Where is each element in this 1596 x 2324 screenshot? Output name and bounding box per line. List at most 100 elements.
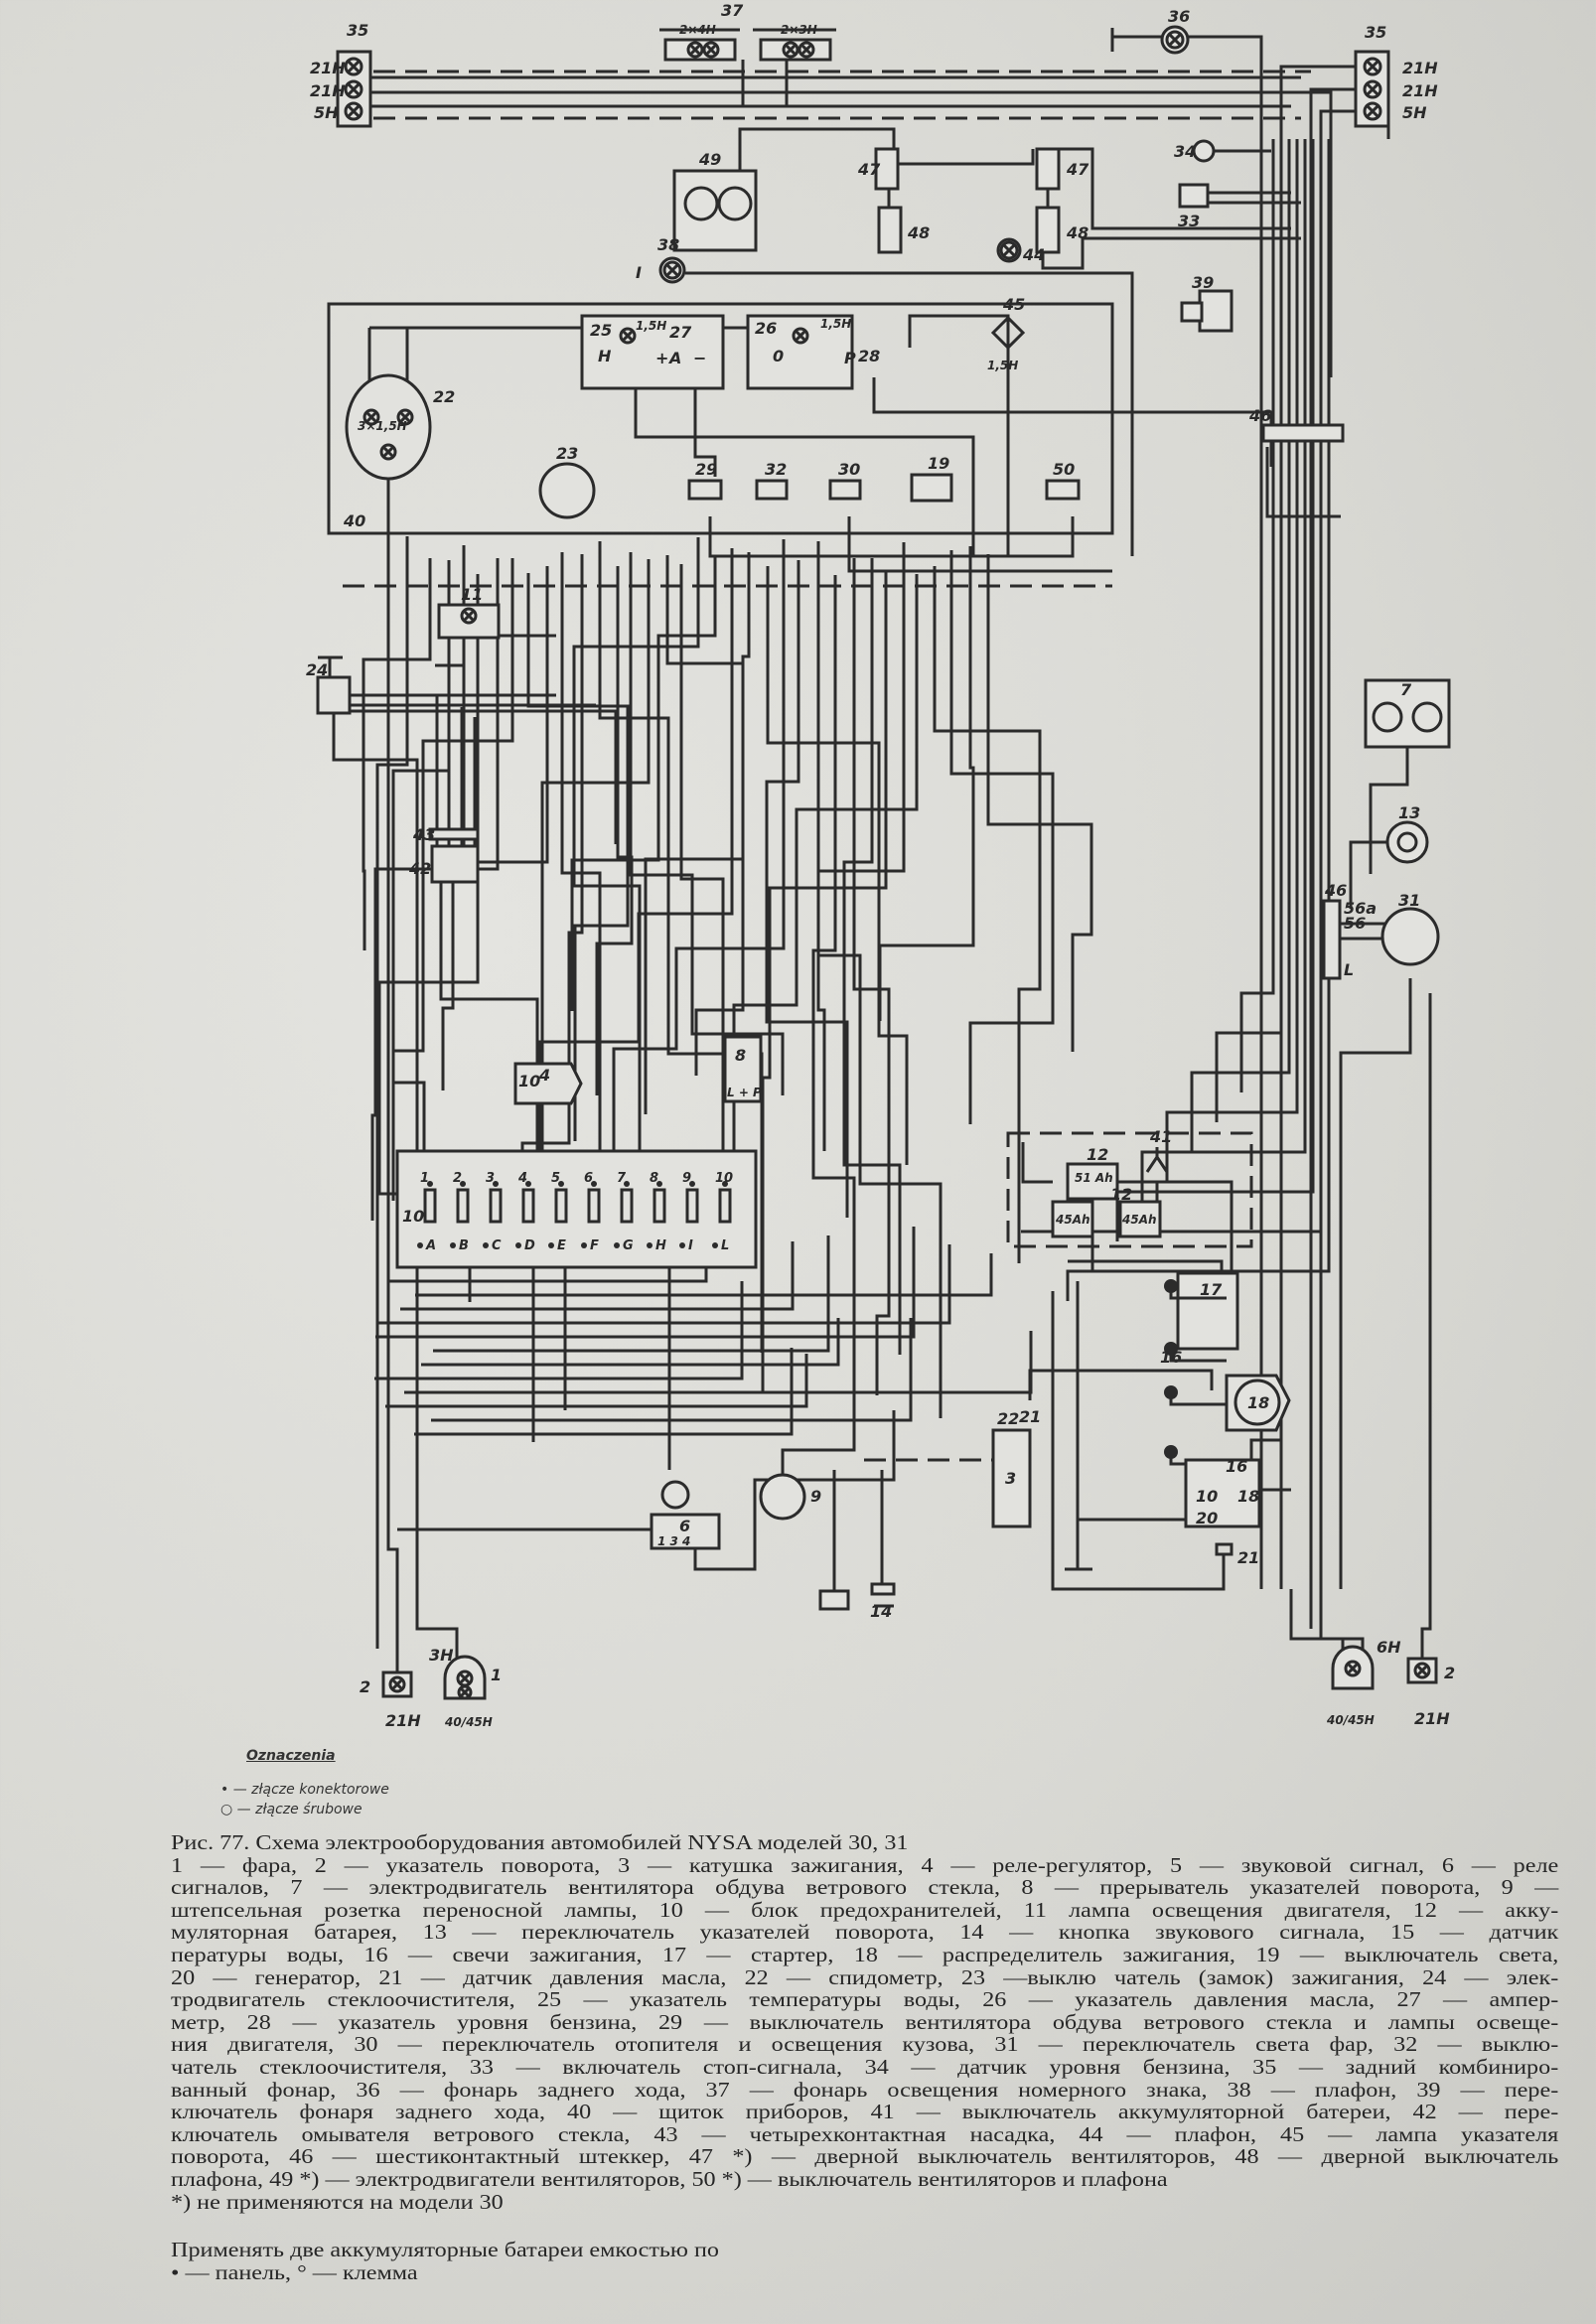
component-label: 1 <box>491 1666 502 1684</box>
lamp-icon <box>1344 1660 1362 1677</box>
lamp-icon <box>457 1684 473 1700</box>
fuse-terminal: G <box>623 1238 634 1253</box>
lamp-icon <box>1165 30 1185 50</box>
component-label: 56a <box>1344 899 1377 918</box>
gauge-25-27 <box>580 314 725 390</box>
wire <box>852 558 891 1395</box>
lamp-icon <box>388 1675 406 1693</box>
wire <box>421 1318 840 1367</box>
component-label: 29 <box>695 460 717 479</box>
wire <box>761 571 888 1393</box>
wire <box>391 558 514 1201</box>
wire <box>1066 139 1331 1301</box>
component-label: 47 <box>857 160 881 179</box>
wire <box>1265 447 1341 518</box>
caption-title: Рис. 77. Схема электрооборудования автом… <box>171 1830 909 1854</box>
fuse-number: 1 <box>420 1171 429 1186</box>
component-label: 56 <box>1344 914 1366 933</box>
caption-line: чатель стеклоочистителя, 33 — включатель… <box>171 2054 1559 2079</box>
switch-32 <box>755 479 789 501</box>
wire <box>370 90 1333 377</box>
component-label: 25 <box>590 321 612 340</box>
terminal-dot <box>417 1242 423 1248</box>
component-label: 40 <box>343 511 365 530</box>
component-label: 33 <box>1178 212 1200 230</box>
wire <box>327 302 1114 535</box>
component-label: 18 <box>1247 1393 1269 1412</box>
wire <box>1369 747 1409 874</box>
component-label: 48 <box>1066 223 1088 242</box>
component-label: 18 <box>1237 1487 1259 1506</box>
terminal-dot <box>460 1181 466 1187</box>
component-label: 28 <box>858 347 880 365</box>
component-label: 4 <box>538 1066 550 1085</box>
wire <box>1115 139 1315 1241</box>
lamp-icon <box>702 41 720 59</box>
component-label: 1,5H <box>636 319 666 333</box>
component-label: 10 <box>518 1072 540 1090</box>
ignition-switch-23 <box>538 462 596 519</box>
fuse-terminal: H <box>655 1238 666 1253</box>
component-label: 11 <box>461 585 483 604</box>
wire <box>634 388 975 556</box>
component-label: 37 <box>721 1 744 20</box>
legend-title: Oznaczenia <box>246 1748 336 1764</box>
lamp-icon <box>379 443 397 461</box>
fuse-number: 5 <box>551 1171 560 1186</box>
component-label: 44 <box>1022 245 1045 264</box>
component-label: 3H <box>429 1646 454 1665</box>
caption-line: пературы воды, 16 — свечи зажигания, 17 … <box>171 1942 1559 1966</box>
caption-footnote: *) не применяются на модели 30 <box>171 2189 504 2214</box>
component-label: 48 <box>907 223 930 242</box>
wire <box>738 127 896 179</box>
fuse-terminal: I <box>688 1238 693 1253</box>
component-label: 34 <box>1174 142 1196 161</box>
component-label: 3×1,5H <box>358 419 407 433</box>
battery-45ah-1 <box>1051 1200 1094 1238</box>
component-label: 45Ah <box>1055 1213 1090 1227</box>
distributor-cap <box>1233 1379 1281 1426</box>
component-label: 1,5H <box>820 317 851 331</box>
wire <box>612 539 786 1187</box>
wire <box>816 542 906 1151</box>
component-label: 21H <box>385 1711 421 1730</box>
component-label: 1 3 4 <box>657 1534 690 1548</box>
terminal-dot <box>656 1181 662 1187</box>
flasher-8 <box>723 1035 763 1103</box>
fuse-number: 4 <box>517 1171 527 1186</box>
lamp-icon <box>662 260 682 280</box>
lamp-icon <box>1363 79 1382 99</box>
component-label: 9 <box>810 1487 821 1506</box>
component-label: L + P <box>727 1086 762 1099</box>
fuse <box>685 1188 699 1224</box>
wire <box>822 1470 836 1609</box>
fuel-sender-34 <box>1192 139 1216 163</box>
door-switch-47-left <box>874 147 900 191</box>
lamp-icon <box>999 240 1019 260</box>
component-label: 21H <box>1414 1709 1450 1728</box>
component-label: 45 <box>1002 295 1025 314</box>
washer-switch-42 <box>430 844 480 884</box>
component-label: 2×4H <box>679 23 716 37</box>
wire <box>433 1235 830 1353</box>
component-label: 21H <box>310 59 346 77</box>
wire <box>878 546 975 1021</box>
fuse <box>620 1188 634 1224</box>
caption-line: 20 — генератор, 21 — датчик давления мас… <box>171 1964 1559 1989</box>
wire <box>1060 147 1291 230</box>
fuse-terminal: L <box>721 1238 729 1253</box>
component-label: 46 <box>1324 881 1347 900</box>
terminal-dot <box>624 1181 630 1187</box>
oil-pressure-sender-21 <box>1215 1542 1233 1569</box>
component-label: 40/45H <box>444 1715 493 1729</box>
wire <box>847 516 1112 573</box>
battery-12 <box>1066 1162 1119 1201</box>
fan-motor <box>717 186 753 221</box>
battery-note: Применять две аккумуляторные батареи емк… <box>171 2238 719 2262</box>
component-label: 6H <box>1377 1638 1401 1657</box>
component-label: 16 <box>1160 1348 1182 1367</box>
wire <box>1140 139 1307 1212</box>
wire <box>1420 993 1432 1659</box>
